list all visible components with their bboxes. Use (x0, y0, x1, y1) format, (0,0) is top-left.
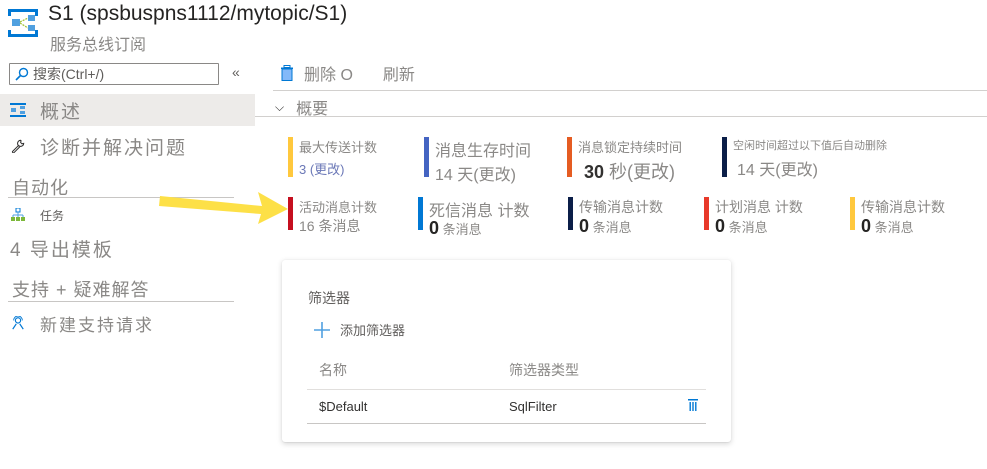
chevron-down-icon: ⌵ (275, 99, 285, 114)
tile-label: 活动消息计数 (299, 200, 378, 215)
tile-label: 最大传送计数 (299, 140, 378, 155)
metric-value: 0 (715, 216, 726, 236)
delete-label: 删除 O (304, 67, 353, 84)
tile-color-bar (850, 197, 855, 230)
tile-label: 空闲时间超过以下值后自动删除 (733, 140, 887, 152)
tile-color-bar (568, 197, 573, 230)
essentials-toggle[interactable]: ⌵ 概要 (275, 95, 328, 119)
collapse-sidebar-button[interactable]: « (232, 64, 240, 80)
add-filter-label: 添加筛选器 (340, 323, 406, 338)
page-subtitle: 服务总线订阅 (50, 37, 147, 54)
sidebar: « 概述 诊断并解决问题 自动化 任务 4 导出模板 支持 + 疑难解答 (0, 56, 255, 469)
essentials-divider (255, 116, 987, 117)
wrench-icon (11, 139, 25, 153)
sidebar-item-new-support-request[interactable]: 新建支持请求 (0, 308, 255, 338)
metric-dead-letter-messages: 死信消息 计数 0 条消息 (418, 197, 530, 238)
column-header-actions (676, 354, 706, 390)
metric-transfer-dead-letter-messages: 传输消息计数 0 条消息 (850, 197, 945, 236)
page-title: S1 (spsbuspns1112/mytopic/S1) (48, 2, 348, 25)
page-header: S1 (spsbuspns1112/mytopic/S1) 服务总线订阅 (0, 0, 987, 56)
sidebar-item-label: 4 导出模板 (10, 239, 114, 261)
change-auto-delete-link[interactable]: 14 天(更改) (737, 162, 818, 179)
search-box[interactable] (9, 63, 219, 85)
tile-color-bar (418, 197, 423, 230)
add-filter-button[interactable]: 添加筛选器 (314, 320, 405, 339)
property-auto-delete-idle: 空闲时间超过以下值后自动删除 14 天(更改) (722, 137, 887, 179)
delete-button[interactable]: 删除 O (280, 61, 353, 85)
change-ttl-link[interactable]: 14 天(更改) (435, 167, 516, 184)
change-max-delivery-link[interactable]: 3 (更改) (299, 162, 345, 177)
filters-title: 筛选器 (308, 290, 350, 306)
tile-label: 消息生存时间 (435, 143, 532, 160)
tile-label: 死信消息 计数 (429, 203, 530, 220)
sidebar-item-label: 任务 (40, 208, 65, 223)
metric-transfer-messages: 传输消息计数 0 条消息 (568, 197, 663, 236)
sidebar-divider (8, 301, 234, 302)
table-header-row: 名称 筛选器类型 (307, 354, 706, 390)
filters-table: 名称 筛选器类型 $Default SqlFilter (307, 354, 706, 424)
command-bar: 删除 O 刷新 (280, 60, 445, 86)
search-input[interactable] (33, 66, 213, 82)
trash-icon (281, 65, 293, 81)
sidebar-group-support: 支持 + 疑难解答 (12, 280, 150, 300)
metric-value: 16 (299, 218, 315, 234)
sidebar-item-export-template[interactable]: 4 导出模板 (0, 232, 255, 264)
column-header-name: 名称 (307, 354, 497, 390)
toolbar-divider (273, 90, 987, 91)
tasks-icon (11, 208, 25, 221)
sidebar-item-label: 新建支持请求 (40, 315, 154, 335)
essentials-label: 概要 (296, 101, 329, 118)
sidebar-item-label: 诊断并解决问题 (40, 137, 188, 159)
overview-icon (10, 103, 26, 117)
tile-label: 传输消息计数 (861, 199, 945, 215)
filters-card: 筛选器 添加筛选器 名称 筛选器类型 $Default SqlFilter (282, 260, 731, 442)
search-icon (15, 67, 29, 81)
sidebar-divider (8, 197, 234, 198)
tile-label: 传输消息计数 (579, 199, 663, 215)
change-lock-duration-link[interactable]: 30 秒(更改) (584, 162, 676, 182)
table-row[interactable]: $Default SqlFilter (307, 389, 706, 424)
sidebar-item-label: 概述 (40, 101, 83, 123)
refresh-label: 刷新 (382, 67, 415, 84)
sidebar-group-automation: 自动化 (12, 178, 69, 198)
filter-name-cell: $Default (307, 389, 497, 424)
tile-color-bar (704, 197, 709, 230)
metric-value: 0 (579, 216, 590, 236)
property-lock-duration: 消息锁定持续时间 30 秒(更改) (567, 137, 683, 182)
tile-color-bar (288, 197, 293, 230)
tile-label: 消息锁定持续时间 (578, 140, 683, 155)
property-message-ttl: 消息生存时间 14 天(更改) (424, 137, 532, 184)
property-max-delivery-count: 最大传送计数 3 (更改) (288, 137, 377, 177)
tile-color-bar (424, 137, 429, 177)
filter-type-cell: SqlFilter (497, 389, 676, 424)
support-person-icon (12, 316, 24, 330)
tile-color-bar (288, 137, 293, 177)
delete-filter-button[interactable] (676, 389, 706, 424)
plus-icon (314, 321, 330, 338)
annotation-arrow-icon (159, 192, 288, 224)
service-bus-subscription-icon (8, 9, 38, 37)
sidebar-item-diagnose[interactable]: 诊断并解决问题 (0, 130, 255, 162)
tile-color-bar (722, 137, 727, 177)
tile-label: 计划消息 计数 (715, 199, 803, 215)
sidebar-item-tasks[interactable]: 任务 (0, 204, 255, 226)
refresh-button[interactable]: 刷新 (383, 61, 415, 85)
metric-scheduled-messages: 计划消息 计数 0 条消息 (704, 197, 803, 236)
tile-color-bar (567, 137, 572, 177)
metric-value: 0 (861, 216, 872, 236)
metric-value: 0 (429, 218, 440, 238)
metric-active-messages: 活动消息计数 16 条消息 (288, 197, 378, 234)
trash-icon (688, 399, 698, 411)
column-header-filter-type: 筛选器类型 (497, 354, 676, 390)
sidebar-item-overview[interactable]: 概述 (0, 94, 255, 126)
